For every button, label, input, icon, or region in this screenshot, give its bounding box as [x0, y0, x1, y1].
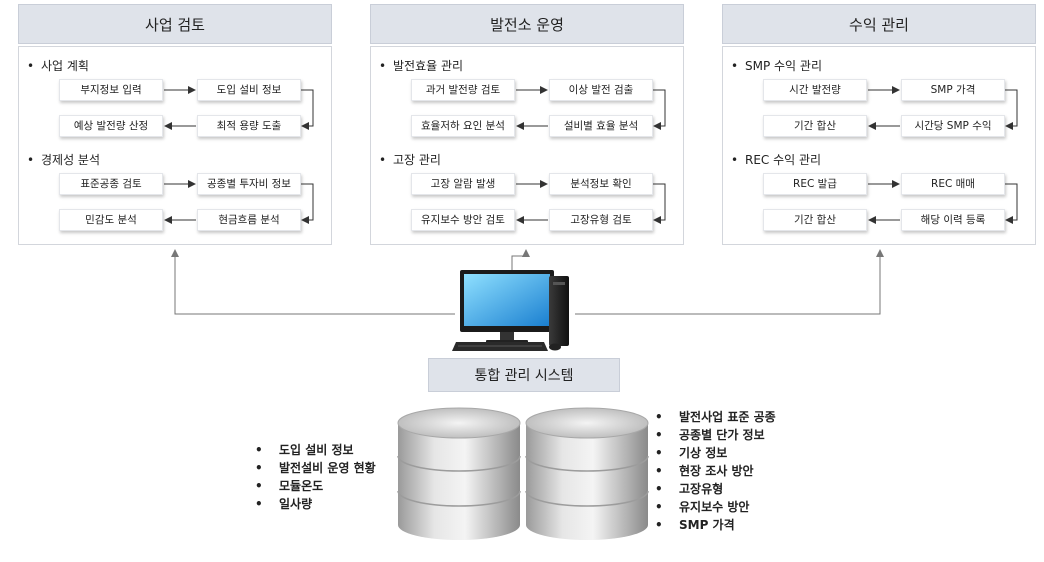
flow-step: 공종별 투자비 정보	[197, 173, 301, 195]
list-item: • 모듈온도	[255, 477, 376, 495]
list-item-text: 고장유형	[679, 482, 724, 496]
flow-step: 이상 발전 검출	[549, 79, 653, 101]
bullet: •	[655, 464, 663, 478]
list-item: • 현장 조사 방안	[655, 462, 776, 480]
flow-step: 고장유형 검토	[549, 209, 653, 231]
list-item: • SMP 가격	[655, 516, 776, 534]
flow-step: 예상 발전량 산정	[59, 115, 163, 137]
list-item-text: 모듈온도	[279, 479, 324, 493]
flow-step: 기간 합산	[763, 115, 867, 137]
list-item: • 공종별 단가 정보	[655, 426, 776, 444]
db-right-list: •발전사업 표준 공종 •공종별 단가 정보 •기상 정보 •현장 조사 방안 …	[655, 408, 776, 534]
bullet: •	[655, 410, 663, 424]
flow-step: 과거 발전량 검토	[411, 79, 515, 101]
connector-center	[511, 249, 530, 270]
panel-title: 수익 관리	[722, 4, 1036, 44]
bullet: •	[27, 59, 35, 73]
section-title: • 경제성 분석	[27, 151, 100, 168]
bullet: •	[255, 461, 263, 475]
flow-step: 도입 설비 정보	[197, 79, 301, 101]
database-right-icon	[525, 407, 649, 540]
database-left-icon	[397, 407, 521, 540]
flow-step: 분석정보 확인	[549, 173, 653, 195]
bullet: •	[255, 443, 263, 457]
bullet: •	[255, 497, 263, 511]
bullet: •	[379, 153, 387, 167]
panel-revenue-management: 수익 관리 • SMP 수익 관리 시간 발전량 SMP 가격 기간 합산 시간당…	[722, 4, 1036, 245]
bullet: •	[655, 446, 663, 460]
list-item-text: 유지보수 방안	[679, 500, 750, 514]
flow-step: REC 매매	[901, 173, 1005, 195]
bullet: •	[655, 500, 663, 514]
panel-title: 발전소 운영	[370, 4, 684, 44]
section-title-text: 경제성 분석	[41, 153, 101, 167]
panel-business-review: 사업 검토 • 사업 계획 부지정보 입력 도입 설비 정보 예상 발전량 산정 …	[18, 4, 332, 245]
panel-body: • SMP 수익 관리 시간 발전량 SMP 가격 기간 합산 시간당 SMP 수…	[722, 46, 1036, 245]
section-title-text: SMP 수익 관리	[745, 59, 822, 73]
list-item-text: 공종별 단가 정보	[679, 428, 765, 442]
section-title-text: 고장 관리	[393, 153, 441, 167]
section-title: • REC 수익 관리	[731, 151, 821, 168]
section-title: • 사업 계획	[27, 57, 89, 74]
section-title-text: 발전효율 관리	[393, 59, 464, 73]
bullet: •	[27, 153, 35, 167]
list-item: • 일사량	[255, 495, 376, 513]
bullet: •	[731, 59, 739, 73]
flow-step: 최적 용량 도출	[197, 115, 301, 137]
list-item: • 발전사업 표준 공종	[655, 408, 776, 426]
flow-step: 시간당 SMP 수익	[901, 115, 1005, 137]
bullet: •	[655, 518, 663, 532]
flow-step: 현금흐름 분석	[197, 209, 301, 231]
flow-step: 고장 알람 발생	[411, 173, 515, 195]
flow-step: SMP 가격	[901, 79, 1005, 101]
list-item-text: 기상 정보	[679, 446, 728, 460]
system-label: 통합 관리 시스템	[428, 358, 620, 392]
panel-plant-operation: 발전소 운영 • 발전효율 관리 과거 발전량 검토 이상 발전 검출 효율저하 …	[370, 4, 684, 245]
db-left-list: • 도입 설비 정보 • 발전설비 운영 현황 • 모듈온도 • 일사량	[255, 441, 376, 513]
list-item-text: 발전설비 운영 현황	[279, 461, 376, 475]
flow-step: REC 발급	[763, 173, 867, 195]
panel-body: • 사업 계획 부지정보 입력 도입 설비 정보 예상 발전량 산정 최적 용량 …	[18, 46, 332, 245]
list-item: • 기상 정보	[655, 444, 776, 462]
flow-step: 시간 발전량	[763, 79, 867, 101]
panel-body: • 발전효율 관리 과거 발전량 검토 이상 발전 검출 효율저하 요인 분석 설…	[370, 46, 684, 245]
bullet: •	[655, 428, 663, 442]
list-item-text: 현장 조사 방안	[679, 464, 754, 478]
bullet: •	[731, 153, 739, 167]
flow-step: 부지정보 입력	[59, 79, 163, 101]
section-title-text: 사업 계획	[41, 59, 89, 73]
list-item-text: 도입 설비 정보	[279, 443, 354, 457]
list-item-text: 일사량	[279, 497, 313, 511]
list-item-text: 발전사업 표준 공종	[679, 410, 776, 424]
section-title: • 발전효율 관리	[379, 57, 463, 74]
flow-step: 해당 이력 등록	[901, 209, 1005, 231]
list-item-text: SMP 가격	[679, 518, 735, 532]
flow-step: 유지보수 방안 검토	[411, 209, 515, 231]
bullet: •	[655, 482, 663, 496]
connector-left	[171, 249, 455, 315]
section-title: • SMP 수익 관리	[731, 57, 822, 74]
list-item: • 고장유형	[655, 480, 776, 498]
flow-step: 기간 합산	[763, 209, 867, 231]
flow-step: 효율저하 요인 분석	[411, 115, 515, 137]
computer-icon	[452, 270, 569, 351]
list-item: • 도입 설비 정보	[255, 441, 376, 459]
section-title-text: REC 수익 관리	[745, 153, 822, 167]
bullet: •	[379, 59, 387, 73]
section-title: • 고장 관리	[379, 151, 441, 168]
connector-right	[575, 249, 884, 315]
list-item: • 발전설비 운영 현황	[255, 459, 376, 477]
flow-step: 표준공종 검토	[59, 173, 163, 195]
flow-step: 민감도 분석	[59, 209, 163, 231]
list-item: • 유지보수 방안	[655, 498, 776, 516]
panel-title: 사업 검토	[18, 4, 332, 44]
flow-step: 설비별 효율 분석	[549, 115, 653, 137]
bullet: •	[255, 479, 263, 493]
